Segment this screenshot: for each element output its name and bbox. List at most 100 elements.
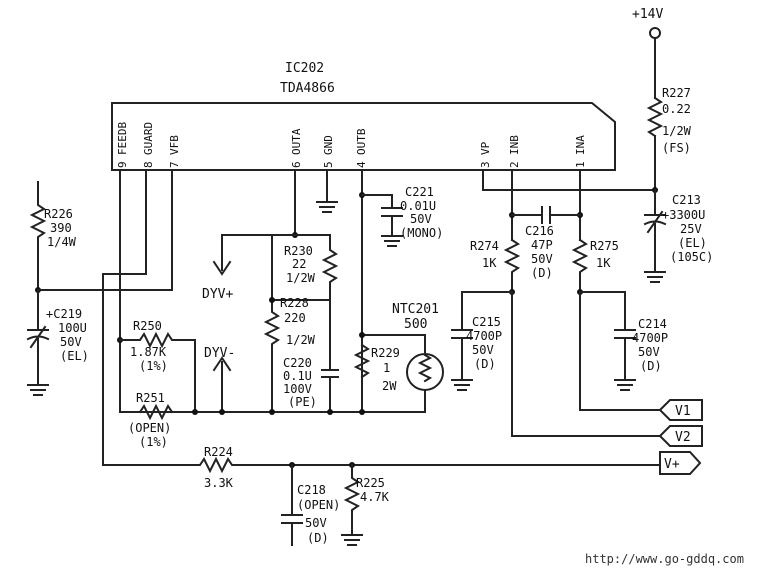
r275-ref: R275	[590, 239, 619, 253]
c215-type: (D)	[474, 357, 496, 371]
r226-ref: R226	[44, 207, 73, 221]
wire-guard	[102, 169, 147, 466]
r250-value: 1.87K	[130, 345, 167, 359]
dyu-plus-arrow	[212, 260, 232, 276]
c218-value: (OPEN)	[297, 498, 340, 512]
connector-v1: V1	[658, 399, 703, 421]
pin-1-name: INA	[574, 135, 587, 155]
c219-type: (EL)	[60, 349, 89, 363]
c215-ref: C215	[472, 315, 501, 329]
r229-value: 1	[383, 361, 390, 375]
r228-ref: R228	[280, 296, 309, 310]
r228-resistor	[263, 234, 281, 413]
c214-capacitor	[579, 291, 636, 391]
r227-ref: R227	[662, 86, 691, 100]
c213-ref: C213	[672, 193, 701, 207]
c219-value: 100U	[58, 321, 87, 335]
pin-2-num: 2	[508, 161, 521, 168]
r275-resistor	[571, 238, 589, 293]
r230-resistor	[271, 234, 339, 301]
r250-tolerance: (1%)	[139, 359, 168, 373]
r251-ref: R251	[136, 391, 165, 405]
r227-power: 1/2W	[662, 124, 692, 138]
c220-type: (PE)	[288, 395, 317, 409]
ic-body	[111, 102, 616, 171]
c213-voltage: 25V	[680, 222, 702, 236]
r228-power: 1/2W	[286, 333, 316, 347]
c218-type: (D)	[307, 531, 329, 545]
pin-8-num: 8	[142, 161, 155, 168]
pin-7-name: VFB	[168, 135, 181, 155]
r229-ref: R229	[371, 346, 400, 360]
c215-value: 4700P	[466, 329, 502, 343]
r224-resistor	[102, 456, 661, 474]
wire-v1	[579, 291, 661, 411]
c216-value: 47P	[531, 238, 553, 252]
r226-value: 390	[50, 221, 72, 235]
wire-vfb	[37, 169, 173, 291]
pin-1-num: 1	[574, 161, 587, 168]
ntc201-value: 500	[404, 317, 427, 332]
svg-text:V2: V2	[675, 430, 691, 445]
r224-ref: R224	[204, 445, 233, 459]
wire-v2	[511, 291, 661, 437]
c221-capacitor	[381, 207, 403, 217]
c216-capacitor	[511, 206, 581, 224]
r250-ref: R250	[133, 319, 162, 333]
ntc201-ref: NTC201	[392, 302, 439, 317]
c221-value: 0.01U	[400, 199, 436, 213]
pin-6-name: OUTA	[290, 128, 303, 155]
connector-vplus: V+	[659, 451, 702, 475]
r225-ref: R225	[356, 476, 385, 490]
r275-value: 1K	[596, 256, 611, 270]
r228-value: 220	[284, 311, 306, 325]
r227-value: 0.22	[662, 102, 691, 116]
wire-vp	[482, 169, 656, 191]
connector-v2: V2	[658, 425, 703, 447]
c213-temp: (105C)	[670, 250, 713, 264]
pin-4-num: 4	[355, 161, 368, 168]
r229-resistor	[353, 343, 371, 379]
ic-part: TDA4866	[280, 81, 335, 96]
r227-type: (FS)	[662, 141, 691, 155]
c221-voltage: 50V	[410, 212, 432, 226]
c218-ref: C218	[297, 483, 326, 497]
pin-2-name: INB	[508, 135, 521, 155]
dyu-minus-label: DYV-	[204, 346, 235, 361]
gnd-pin-ground	[316, 169, 338, 213]
c218-capacitor	[281, 464, 303, 546]
c220-voltage: 100V	[283, 382, 312, 396]
c218-voltage: 50V	[305, 516, 327, 530]
r226-resistor	[29, 181, 47, 291]
c219-capacitor	[26, 289, 50, 396]
r225-value: 4.7K	[360, 490, 390, 504]
r227-resistor	[646, 96, 664, 138]
c220-capacitor	[321, 299, 339, 413]
r251-value: (OPEN)	[128, 421, 171, 435]
c219-ref: +C219	[46, 307, 82, 321]
pin-9-name: FEEDB	[116, 122, 129, 155]
c215-capacitor	[451, 291, 513, 391]
c216-type: (D)	[531, 266, 553, 280]
svg-text:V+: V+	[664, 457, 680, 472]
r250-resistor	[119, 331, 196, 413]
r230-power: 1/2W	[286, 271, 316, 285]
c215-voltage: 50V	[472, 343, 494, 357]
r274-value: 1K	[482, 256, 497, 270]
dyu-minus-arrow	[212, 356, 232, 372]
pin-5-name: GND	[322, 135, 335, 155]
ic-pin-labels: 9 FEEDB 8 GUARD 7 VFB 6 OUTA 5 GND 4 OUT…	[116, 122, 587, 168]
c216-ref: C216	[525, 224, 554, 238]
dyu-plus-label: DYV+	[202, 287, 233, 302]
c214-type: (D)	[640, 359, 662, 373]
c213-type: (EL)	[678, 236, 707, 250]
pin-3-num: 3	[479, 161, 492, 168]
pin-5-num: 5	[322, 161, 335, 168]
supply-label: +14V	[632, 7, 663, 22]
r274-ref: R274	[470, 239, 499, 253]
supply-terminal	[649, 27, 661, 39]
c221-type: (MONO)	[400, 226, 443, 240]
c221-ref: C221	[405, 185, 434, 199]
ic-ref: IC202	[285, 61, 324, 76]
